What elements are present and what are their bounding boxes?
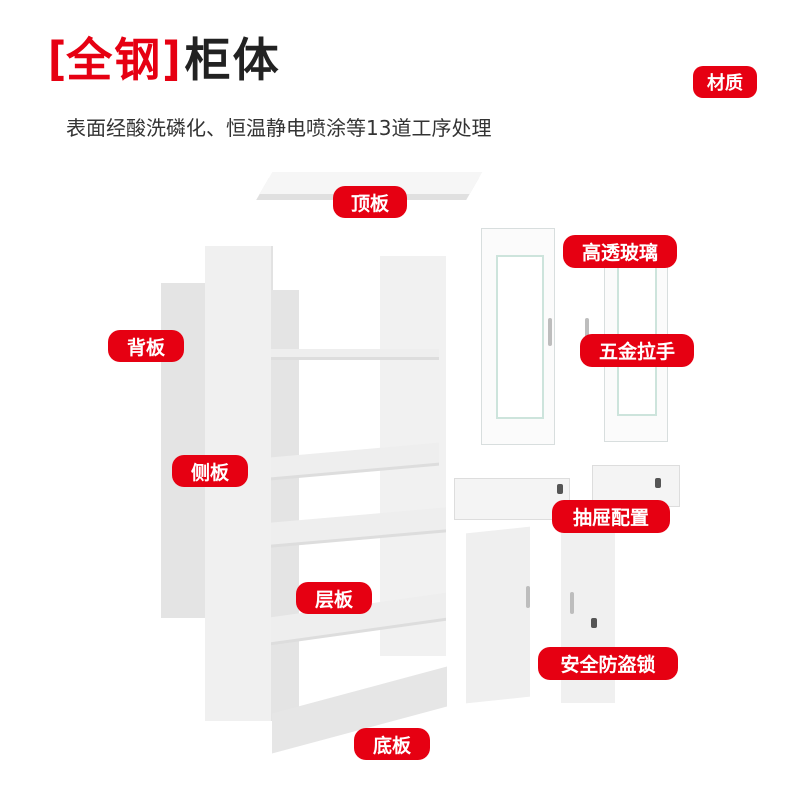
door-handle-icon <box>526 586 530 608</box>
label-top-panel: 顶板 <box>333 186 407 218</box>
label-lock: 安全防盗锁 <box>538 647 678 680</box>
label-handle: 五金拉手 <box>580 334 694 367</box>
lock-icon <box>655 478 661 488</box>
drawer-left-shape <box>454 478 570 520</box>
bracket-close: ] <box>162 33 181 87</box>
label-drawer: 抽屉配置 <box>552 500 670 533</box>
door-handle-icon <box>570 592 574 614</box>
label-shelf: 层板 <box>296 582 372 614</box>
bracket-open: [ <box>48 33 67 87</box>
shelf-shape-1 <box>271 349 439 357</box>
inner-back-shape <box>271 290 299 720</box>
label-glass: 高透玻璃 <box>563 235 677 268</box>
door-handle-icon <box>548 318 552 346</box>
title-main: 柜体 <box>184 33 281 87</box>
lock-icon <box>591 618 597 628</box>
material-badge: 材质 <box>693 66 757 98</box>
page-title: [ 全钢 ] 柜体 <box>48 30 281 90</box>
lock-icon <box>557 484 563 494</box>
label-back-panel: 背板 <box>108 330 184 362</box>
lower-door-left <box>466 526 530 704</box>
label-side-panel: 侧板 <box>172 455 248 487</box>
title-highlight: 全钢 <box>66 33 163 87</box>
glass-door-left <box>481 228 555 445</box>
label-bottom-panel: 底板 <box>354 728 430 760</box>
handle-hardware-icon <box>585 318 589 342</box>
subtitle: 表面经酸洗磷化、恒温静电喷涂等13道工序处理 <box>66 116 492 140</box>
